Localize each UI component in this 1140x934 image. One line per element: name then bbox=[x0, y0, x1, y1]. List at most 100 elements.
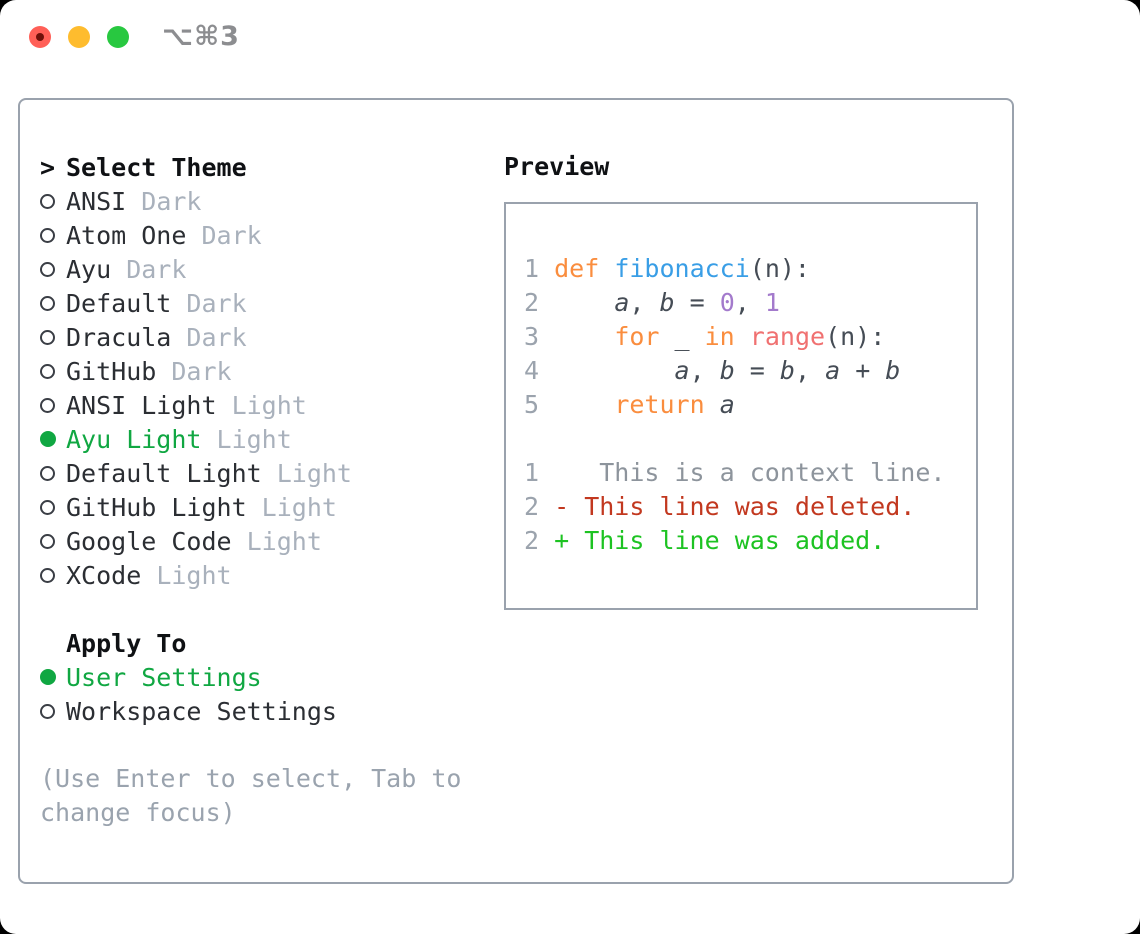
radio-icon bbox=[40, 465, 55, 481]
token-keyword: return bbox=[614, 390, 705, 419]
radio-icon bbox=[40, 261, 55, 277]
prompt-caret-icon: > bbox=[40, 152, 56, 182]
token-keyword: in bbox=[704, 322, 735, 351]
token-variable: b bbox=[659, 288, 675, 317]
line-number: 2 bbox=[524, 288, 540, 317]
token-plain: = bbox=[734, 356, 780, 385]
token-plain bbox=[554, 288, 614, 317]
token-function: fibonacci bbox=[614, 254, 750, 283]
option-variant: Light bbox=[141, 560, 232, 590]
radio-selected-icon bbox=[40, 431, 56, 447]
theme-option-google-code[interactable]: Google Code Light bbox=[40, 524, 490, 558]
option-label: Workspace Settings bbox=[66, 696, 337, 726]
token-plain: , bbox=[734, 288, 765, 317]
theme-option-ayu-light[interactable]: Ayu Light Light bbox=[40, 422, 490, 456]
theme-option-default[interactable]: Default Dark bbox=[40, 286, 490, 320]
traffic-lights bbox=[29, 26, 129, 48]
code-line: 1 def fibonacci(n): bbox=[524, 252, 976, 286]
option-label: Ayu bbox=[66, 254, 112, 284]
theme-option-atom-one[interactable]: Atom One Dark bbox=[40, 218, 490, 252]
token-variable: a bbox=[674, 356, 690, 385]
window-title: ⌥⌘3 bbox=[162, 21, 240, 52]
radio-icon bbox=[40, 227, 55, 243]
token-plain: _ bbox=[659, 322, 705, 351]
apply-option-workspace-settings[interactable]: Workspace Settings bbox=[40, 694, 490, 728]
code-line: 4 a, b = b, a + b bbox=[524, 354, 976, 388]
option-variant: Light bbox=[216, 390, 307, 420]
line-number: 2 bbox=[524, 492, 540, 521]
theme-option-ayu[interactable]: Ayu Dark bbox=[40, 252, 490, 286]
close-button[interactable] bbox=[29, 26, 51, 48]
option-variant: Light bbox=[231, 526, 322, 556]
apply-to-header: Apply To bbox=[40, 626, 490, 660]
radio-selected-icon bbox=[40, 669, 56, 685]
option-variant: Dark bbox=[126, 186, 202, 216]
unsaved-dot-icon bbox=[36, 33, 44, 41]
option-variant: Light bbox=[261, 458, 352, 488]
theme-option-xcode[interactable]: XCode Light bbox=[40, 558, 490, 592]
option-variant: Light bbox=[201, 424, 292, 454]
token-plain: + bbox=[840, 356, 886, 385]
radio-icon bbox=[40, 703, 55, 719]
option-label: GitHub bbox=[66, 356, 157, 386]
theme-option-ansi[interactable]: ANSI Dark bbox=[40, 184, 490, 218]
token-plain bbox=[554, 322, 614, 351]
spacer bbox=[40, 592, 490, 626]
hint-text: (Use Enter to select, Tab to change focu… bbox=[40, 764, 462, 827]
line-number: 4 bbox=[524, 356, 540, 385]
select-theme-header: > Select Theme bbox=[40, 150, 490, 184]
select-theme-label: Select Theme bbox=[66, 152, 247, 182]
option-variant: Light bbox=[246, 492, 337, 522]
code-line: 3 for _ in range(n): bbox=[524, 320, 976, 354]
theme-option-github[interactable]: GitHub Dark bbox=[40, 354, 490, 388]
radio-icon bbox=[40, 363, 55, 379]
token-plain bbox=[554, 390, 614, 419]
token-variable: b bbox=[719, 356, 735, 385]
option-variant: Dark bbox=[171, 288, 247, 318]
code-line: 2- This line was deleted. bbox=[524, 490, 976, 524]
radio-icon bbox=[40, 295, 55, 311]
line-number: 1 bbox=[524, 254, 540, 283]
token-plain: , bbox=[794, 356, 826, 385]
token-keyword: def bbox=[554, 254, 600, 283]
token-plain bbox=[705, 390, 720, 419]
option-label: ANSI bbox=[66, 186, 127, 216]
line-number: 1 bbox=[524, 458, 540, 487]
zoom-button[interactable] bbox=[107, 26, 129, 48]
option-label: Ayu Light bbox=[66, 424, 202, 454]
option-label: User Settings bbox=[66, 662, 262, 692]
preview-header: Preview bbox=[504, 152, 610, 181]
token-builtin: range bbox=[749, 322, 826, 351]
token-keyword: for bbox=[614, 322, 660, 351]
radio-icon bbox=[40, 567, 55, 583]
apply-option-user-settings[interactable]: User Settings bbox=[40, 660, 490, 694]
radio-icon bbox=[40, 329, 55, 345]
token-plain: (n): bbox=[749, 254, 810, 283]
token-plain bbox=[554, 356, 674, 385]
theme-option-default-light[interactable]: Default Light Light bbox=[40, 456, 490, 490]
token-plain bbox=[735, 322, 750, 351]
token-plain: , bbox=[689, 356, 720, 385]
option-variant: Dark bbox=[156, 356, 232, 386]
token-variable: a bbox=[614, 288, 630, 317]
option-variant: Dark bbox=[111, 254, 187, 284]
radio-icon bbox=[40, 193, 55, 209]
option-variant: Dark bbox=[171, 322, 247, 352]
code-blank-line bbox=[524, 422, 976, 456]
token-plain: , bbox=[629, 288, 660, 317]
option-label: ANSI Light bbox=[66, 390, 217, 420]
theme-option-github-light[interactable]: GitHub Light Light bbox=[40, 490, 490, 524]
code-line: 2 a, b = 0, 1 bbox=[524, 286, 976, 320]
minimize-button[interactable] bbox=[68, 26, 90, 48]
theme-option-dracula[interactable]: Dracula Dark bbox=[40, 320, 490, 354]
token-variable: a bbox=[825, 356, 841, 385]
line-number: 5 bbox=[524, 390, 540, 419]
theme-option-ansi-light[interactable]: ANSI Light Light bbox=[40, 388, 490, 422]
token-plain bbox=[599, 254, 614, 283]
